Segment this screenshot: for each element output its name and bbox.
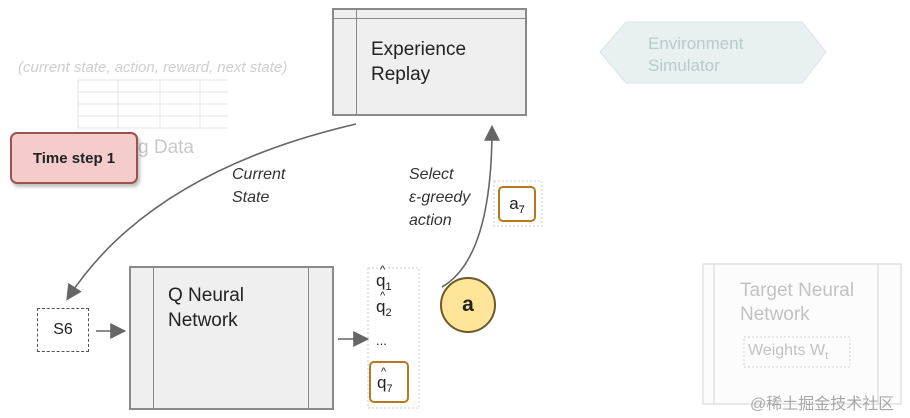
action-box-outline — [493, 180, 543, 227]
target-network-weights-label: Weights W — [748, 342, 826, 359]
time-step-badge: Time step 1 — [10, 132, 138, 184]
environment-simulator-shape — [599, 21, 827, 84]
training-data-label: g Data — [138, 137, 194, 158]
action-a7-label: a — [509, 194, 519, 213]
q-value-1-subscript: 1 — [385, 281, 392, 293]
q-value-7-box: q^ 7 — [369, 361, 409, 403]
q-network-line2: Network — [168, 310, 238, 331]
arrow-replay-to-state — [66, 123, 357, 301]
q-values-column — [367, 267, 420, 409]
arrow-action-to-replay — [441, 124, 500, 288]
action-a7-box: a7 — [498, 186, 536, 222]
q-value-2-hat: ^ — [380, 290, 386, 302]
experience-replay-line2: Replay — [371, 64, 431, 85]
q-network-right-bar — [308, 268, 309, 408]
target-network-weights-subscript: t — [825, 350, 829, 362]
experience-replay-box: Experience Replay — [332, 8, 527, 116]
action-circle: a — [440, 277, 496, 333]
target-network-line2: Network — [740, 304, 810, 325]
q-value-7-hat: ^ — [381, 366, 387, 378]
training-data-grid — [77, 79, 228, 129]
action-a7-subscript: 7 — [518, 204, 525, 216]
target-network-weights: Weights Wt — [748, 342, 828, 362]
q-value-2-symbol: q — [376, 297, 386, 316]
select-action-line2: ε-greedy — [409, 189, 471, 206]
experience-replay-side-bar — [356, 10, 357, 114]
q-neural-network-box: Q Neural Network — [129, 266, 334, 410]
target-network-shape — [702, 263, 902, 405]
q-value-1-hat: ^ — [380, 264, 386, 276]
action-circle-label: a — [462, 293, 474, 316]
q-value-7: q^ 7 — [377, 366, 393, 395]
state-s6-box: S6 — [37, 308, 89, 352]
select-action-line1: Select — [409, 166, 454, 183]
q-value-2: q^ 2 — [376, 290, 392, 319]
experience-replay-header-bar — [334, 18, 525, 19]
q-network-line1: Q Neural — [168, 285, 245, 306]
tuple-label: (current state, action, reward, next sta… — [18, 59, 288, 76]
time-step-label: Time step 1 — [32, 149, 116, 167]
watermark: @稀土掘金技术社区 — [750, 396, 895, 413]
environment-simulator-line1: Environment — [648, 34, 744, 53]
q-value-1-symbol: q — [376, 271, 386, 290]
current-state-line1: Current — [232, 166, 286, 183]
state-s6-label: S6 — [53, 321, 73, 338]
experience-replay-line1: Experience — [371, 39, 467, 60]
q-value-1: q^ 1 — [376, 264, 392, 293]
q-value-7-subscript: 7 — [386, 383, 393, 395]
q-value-7-symbol: q — [377, 373, 387, 392]
target-network-line1: Target Neural — [740, 280, 855, 301]
select-action-line3: action — [409, 212, 452, 229]
q-value-2-subscript: 2 — [385, 307, 392, 319]
current-state-line2: State — [232, 189, 270, 206]
q-network-left-bar — [153, 268, 154, 408]
environment-simulator-line2: Simulator — [648, 56, 720, 75]
q-values-ellipsis: ... — [376, 333, 387, 348]
